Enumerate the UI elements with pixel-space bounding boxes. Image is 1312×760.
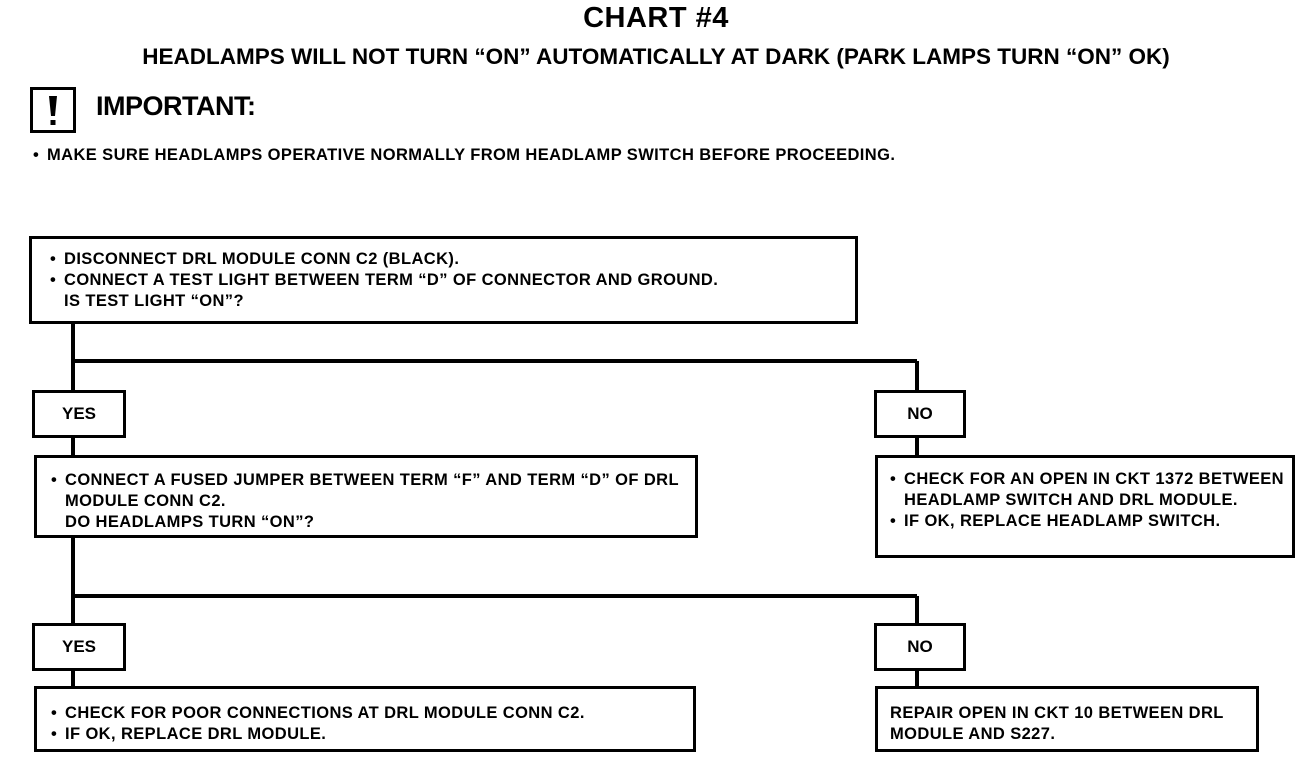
step1-bullet-1: DISCONNECT DRL MODULE CONN C2 (BLACK). xyxy=(64,250,460,268)
step3-yes-bullet-2: IF OK, REPLACE DRL MODULE. xyxy=(65,725,327,743)
step2-no-box: •CHECK FOR AN OPEN IN CKT 1372 BETWEEN H… xyxy=(875,455,1295,558)
no-label-1: NO xyxy=(874,390,966,438)
chart-subtitle: HEADLAMPS WILL NOT TURN “ON” AUTOMATICAL… xyxy=(142,44,1170,69)
step2-no-bullet-1: CHECK FOR AN OPEN IN CKT 1372 BETWEEN HE… xyxy=(904,470,1284,509)
important-heading: IMPORTANT: xyxy=(96,91,256,121)
step2-yes-question: DO HEADLAMPS TURN “ON”? xyxy=(65,513,315,531)
step2-no-bullet-2: IF OK, REPLACE HEADLAMP SWITCH. xyxy=(904,512,1221,530)
step1-question: IS TEST LIGHT “ON”? xyxy=(64,292,244,310)
yes-label-1: YES xyxy=(32,390,126,438)
step3-no-box: REPAIR OPEN IN CKT 10 BETWEEN DRL MODULE… xyxy=(875,686,1259,752)
step2-yes-bullet-1: CONNECT A FUSED JUMPER BETWEEN TERM “F” … xyxy=(65,471,679,510)
step3-yes-box: •CHECK FOR POOR CONNECTIONS AT DRL MODUL… xyxy=(34,686,696,752)
step2-yes-box: •CONNECT A FUSED JUMPER BETWEEN TERM “F”… xyxy=(34,455,698,538)
step3-no-text: REPAIR OPEN IN CKT 10 BETWEEN DRL MODULE… xyxy=(890,704,1224,743)
exclamation-icon xyxy=(30,87,76,133)
important-note-text: MAKE SURE HEADLAMPS OPERATIVE NORMALLY F… xyxy=(47,146,896,164)
important-note: •MAKE SURE HEADLAMPS OPERATIVE NORMALLY … xyxy=(33,146,896,164)
step3-yes-bullet-1: CHECK FOR POOR CONNECTIONS AT DRL MODULE… xyxy=(65,704,585,722)
no-label-2: NO xyxy=(874,623,966,671)
yes-label-2: YES xyxy=(32,623,126,671)
chart-title: CHART #4 xyxy=(583,2,729,34)
step1-box: •DISCONNECT DRL MODULE CONN C2 (BLACK). … xyxy=(29,236,858,324)
step1-bullet-2: CONNECT A TEST LIGHT BETWEEN TERM “D” OF… xyxy=(64,271,719,289)
